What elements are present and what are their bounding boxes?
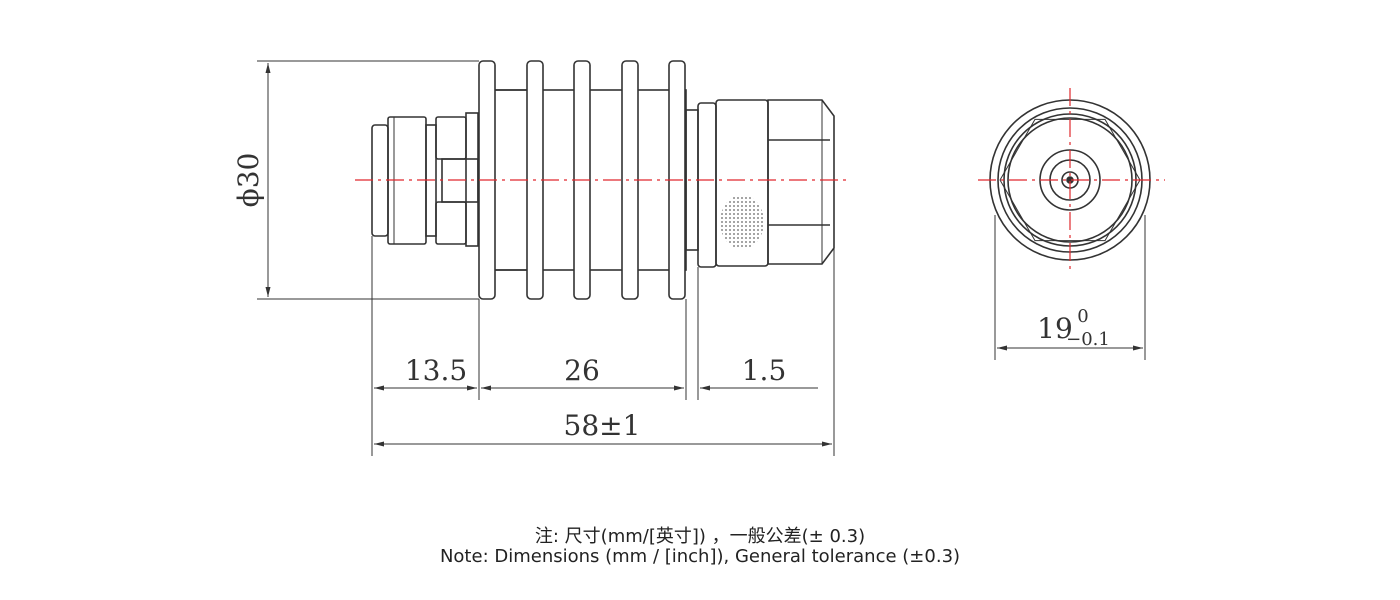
dim-hex-tol-upper: 0 <box>1077 306 1088 327</box>
dim-hex-label: 19 <box>1037 312 1073 345</box>
dim-total-label: 58±1 <box>564 409 641 442</box>
dim-1-5-label: 1.5 <box>742 354 787 387</box>
right-connector <box>685 99 835 268</box>
dim-hex-tol-lower: −0.1 <box>1066 329 1110 350</box>
dim-13-5-label: 13.5 <box>405 354 467 387</box>
note-english: Note: Dimensions (mm / [inch]), General … <box>439 546 961 567</box>
diameter-label: ϕ30 <box>232 153 265 208</box>
dim-26-label: 26 <box>564 354 600 387</box>
dimension-lines <box>257 60 1146 456</box>
end-centerlines <box>978 88 1165 272</box>
note-chinese: 注: 尺寸(mm/[英寸]) ，一般公差(± 0.3) <box>534 526 866 547</box>
knurl-hatch <box>720 195 764 249</box>
